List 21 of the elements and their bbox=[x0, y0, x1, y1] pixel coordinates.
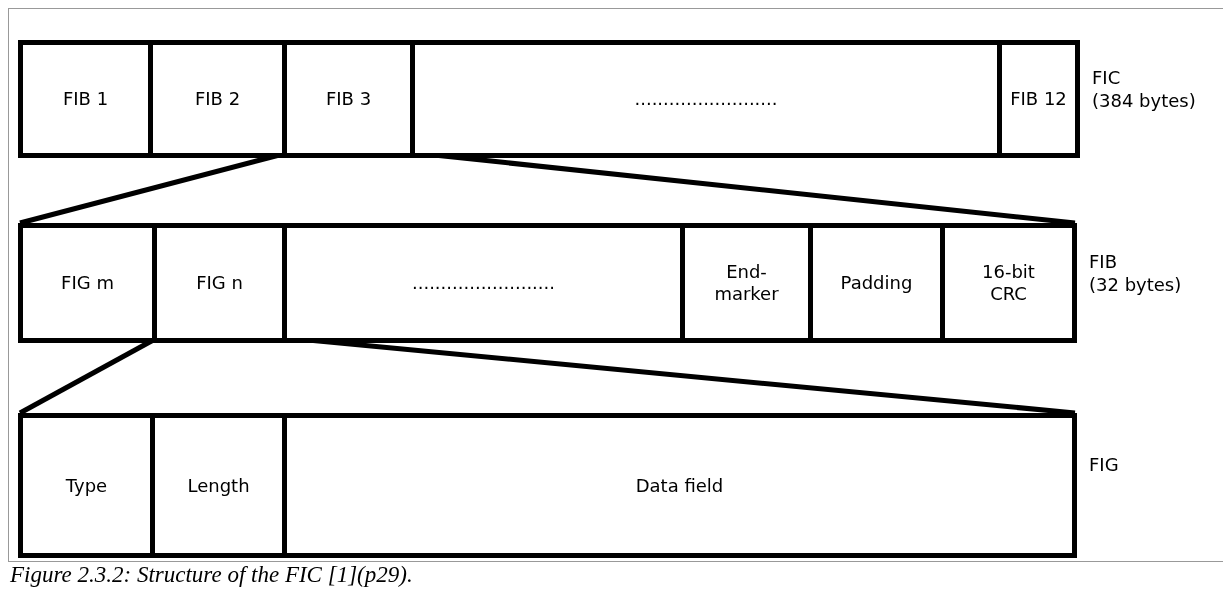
field-label: FIG m bbox=[61, 272, 114, 294]
field-label: FIB 3 bbox=[325, 88, 372, 110]
structure-label: FIG bbox=[1089, 453, 1120, 476]
field-label: FIB 2 bbox=[194, 88, 241, 110]
field-label: End- marker bbox=[713, 261, 780, 305]
field-label: Length bbox=[187, 474, 250, 497]
field-row-box bbox=[18, 413, 1077, 558]
field-label: Data field bbox=[635, 474, 724, 497]
field-label: Type bbox=[65, 474, 108, 497]
field-label: FIB 12 bbox=[1010, 88, 1067, 110]
field-label: ......................... bbox=[634, 88, 778, 110]
figure-caption: Figure 2.3.2: Structure of the FIC [1](p29). bbox=[10, 562, 413, 588]
structure-label: FIB (32 bytes) bbox=[1089, 251, 1183, 296]
field-label: FIB 1 bbox=[62, 88, 109, 110]
field-row-box bbox=[18, 40, 1080, 158]
field-label: FIG n bbox=[196, 272, 243, 294]
field-label: 16-bit CRC bbox=[981, 261, 1036, 305]
field-row-box bbox=[18, 223, 1077, 343]
field-label: Padding bbox=[840, 272, 913, 294]
field-label: ......................... bbox=[411, 272, 555, 294]
structure-label: FIC (384 bytes) bbox=[1092, 67, 1197, 112]
